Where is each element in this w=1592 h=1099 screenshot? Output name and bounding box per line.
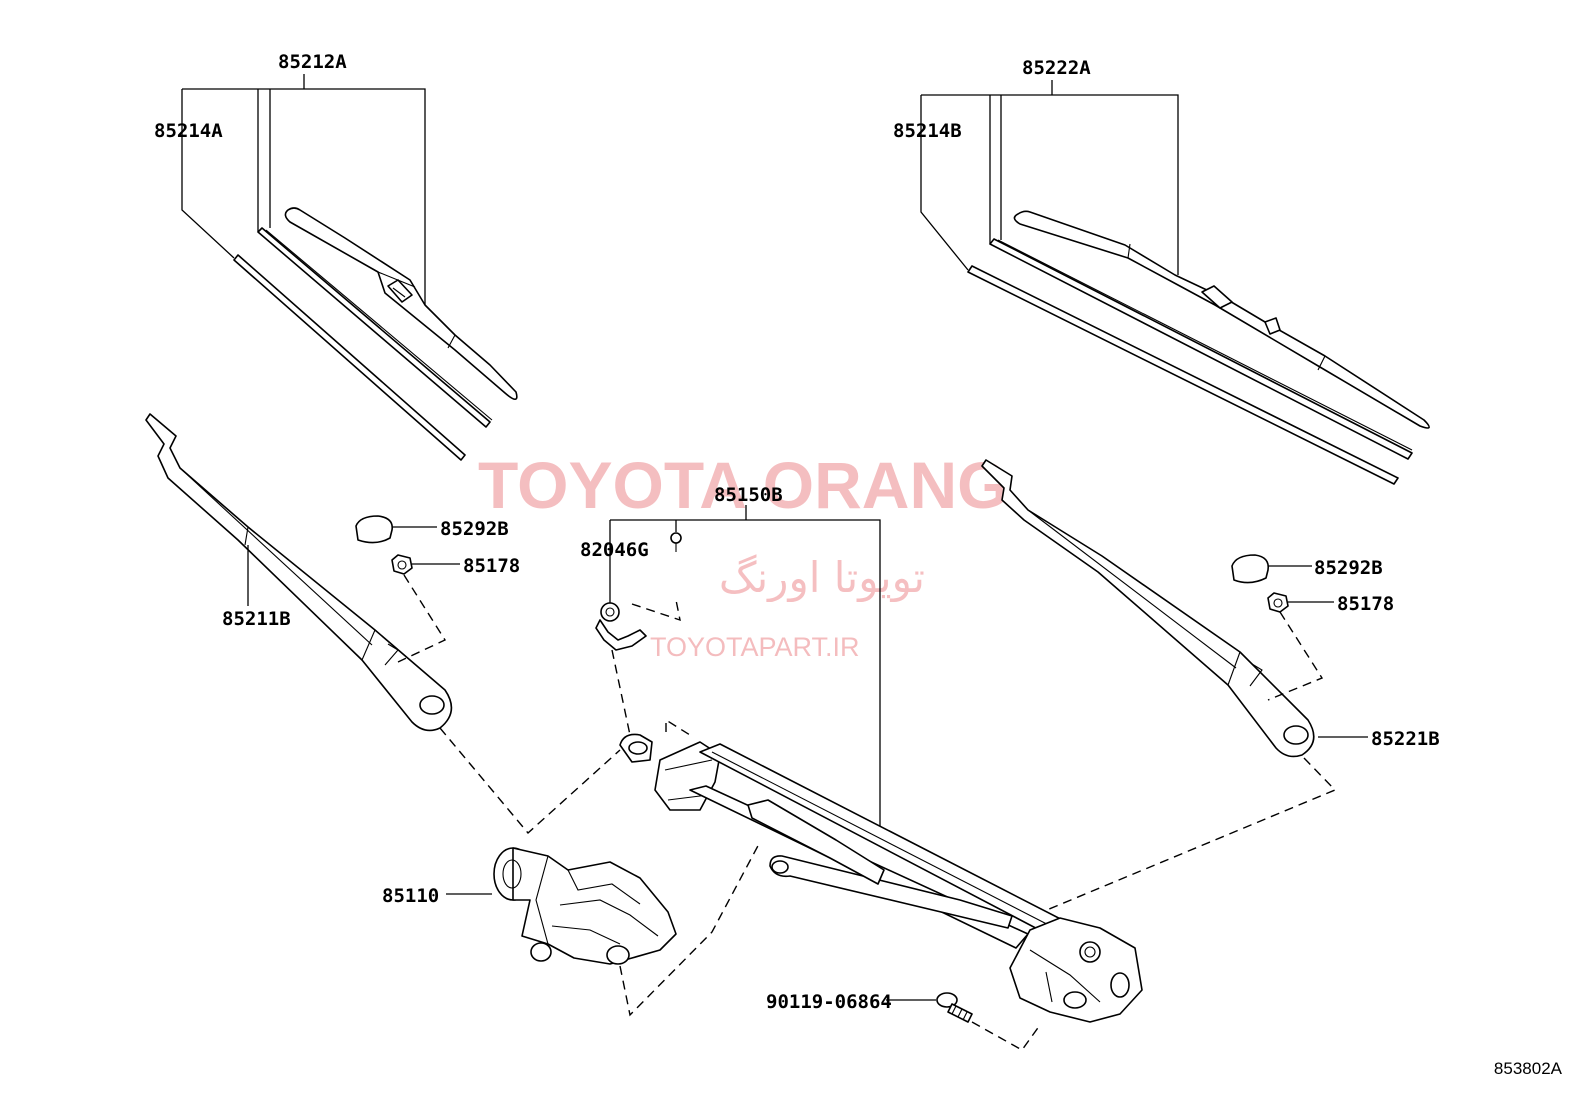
right-blade-leaders [920,80,1179,275]
connector-dashline [631,599,681,622]
left-arm-cap[interactable] [355,515,437,544]
label-85212A: 85212A [278,51,347,73]
connector-to-link-dashline [611,649,631,736]
watermark: TOYOTA ORANG تویوتا اورنگ TOYOTAPART.IR [478,448,1008,662]
label-85292B-left: 85292B [440,518,509,540]
label-85150B: 85150B [714,484,783,506]
label-82046G: 82046G [580,539,649,561]
right-arm-dashline [1041,757,1337,913]
label-85221B: 85221B [1371,728,1440,750]
wiper-link-assembly[interactable] [619,733,1143,1023]
watermark-brand-fa: تویوتا اورنگ [719,553,925,602]
clip-screw[interactable] [670,532,682,552]
label-85110: 85110 [382,885,439,907]
right-nut-dashline [1267,611,1324,701]
label-85214B: 85214B [893,120,962,142]
left-pivot-dashline [665,718,691,736]
label-85222A: 85222A [1022,57,1091,79]
bolt-dashline [971,1021,1041,1051]
left-blade-leaders [181,74,426,305]
left-arm-dashline [439,727,621,835]
leader-85150B [610,519,881,830]
wiper-motor[interactable] [446,847,677,965]
label-85178-left: 85178 [463,555,520,577]
label-85292B-right: 85292B [1314,557,1383,579]
watermark-site: TOYOTAPART.IR [650,632,860,662]
label-90119-06864: 90119-06864 [766,991,892,1013]
label-85211B: 85211B [222,608,291,630]
left-wiper-blade[interactable] [233,207,518,461]
right-wiper-arm[interactable] [981,459,1315,758]
label-85214A: 85214A [154,120,223,142]
illustration-code: 853802A [1494,1059,1563,1078]
connector-82046G[interactable] [595,602,647,651]
left-nut-dashline [397,574,447,663]
left-arm-nut[interactable] [391,554,460,575]
mounting-bolt[interactable] [886,992,973,1023]
right-wiper-blade[interactable] [967,210,1430,485]
watermark-brand: TOYOTA ORANG [478,448,1008,522]
label-85178-right: 85178 [1337,593,1394,615]
right-arm-nut[interactable] [1267,592,1334,613]
right-arm-cap[interactable] [1231,554,1312,584]
motor-dashline [619,841,761,1017]
